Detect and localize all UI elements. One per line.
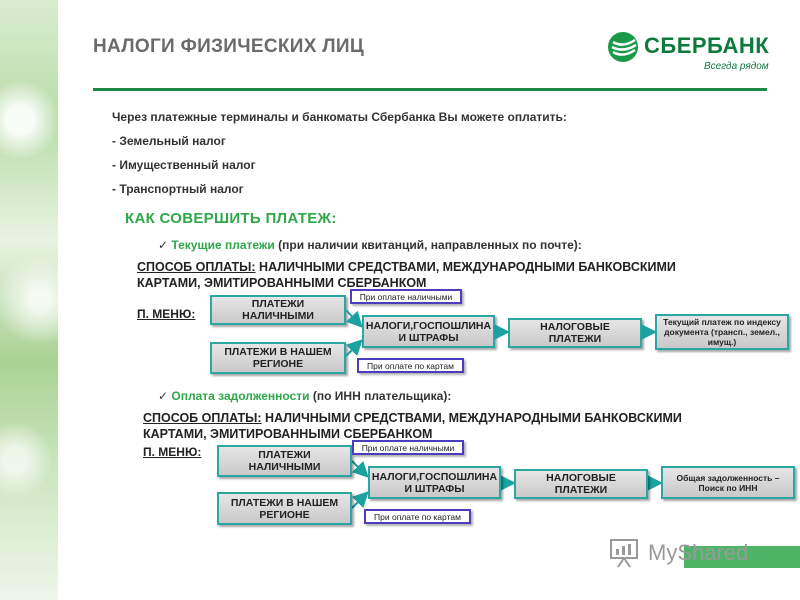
section1-method-text: НАЛИЧНЫМИ СРЕДСТВАМИ, МЕЖДУНАРОДНЫМИ БАН… (137, 260, 676, 290)
myshared-watermark: MyShared (608, 535, 768, 571)
how-to-pay-heading: КАК СОВЕРШИТЬ ПЛАТЕЖ: (125, 210, 337, 227)
section2-box-total-debt: Общая задолженность – Поиск по ИНН (661, 466, 795, 499)
section1-box-current-payment: Текущий платеж по индексу документа (тра… (655, 314, 789, 350)
checkmark-icon: ✓ (158, 389, 172, 403)
sberbank-logo: СБЕРБАНК Всегда рядом (606, 30, 771, 76)
arrow-icon (345, 309, 363, 328)
section2-bullet: ✓ Оплата задолженности (по ИНН плательщи… (158, 389, 451, 403)
section1-note-card: При оплате по картам (357, 358, 464, 373)
checkmark-icon: ✓ (158, 238, 172, 252)
section1-note-cash: При оплате наличными (350, 289, 462, 304)
section1-bullet: ✓ Текущие платежи (при наличии квитанций… (158, 238, 582, 252)
watermark-text: MyShared (648, 540, 749, 565)
tax-item-transport: - Транспортный налог (112, 182, 244, 196)
decorative-leaf-strip (0, 0, 58, 600)
section1-box-taxes-fees: НАЛОГИ,ГОСПОШЛИНА И ШТРАФЫ (362, 315, 495, 348)
arrow-icon (351, 491, 369, 509)
section2-note-card: При оплате по картам (364, 509, 471, 524)
section1-bullet-rest: (при наличии квитанций, направленных по … (274, 238, 582, 252)
section1-bullet-title: Текущие платежи (171, 238, 275, 252)
section1-box-cash-payments: ПЛАТЕЖИ НАЛИЧНЫМИ (210, 295, 346, 325)
tax-item-property: - Имущественный налог (112, 158, 256, 172)
section2-method-text: НАЛИЧНЫМИ СРЕДСТВАМИ, МЕЖДУНАРОДНЫМИ БАН… (143, 411, 682, 441)
section1-menu-label: П. МЕНЮ: (137, 307, 196, 321)
myshared-logo-icon (610, 539, 638, 568)
section2-bullet-title: Оплата задолженности (171, 389, 310, 403)
header-divider (93, 88, 767, 91)
section2-method-label: СПОСОБ ОПЛАТЫ: (143, 411, 262, 425)
sberbank-logo-icon (608, 32, 638, 62)
section1-box-region-payments: ПЛАТЕЖИ В НАШЕМ РЕГИОНЕ (210, 342, 346, 374)
arrow-icon (345, 339, 363, 357)
section2-payment-method: СПОСОБ ОПЛАТЫ: НАЛИЧНЫМИ СРЕДСТВАМИ, МЕЖ… (143, 410, 743, 442)
logo-text: СБЕРБАНК (644, 33, 770, 58)
footer-green-bar (684, 546, 800, 568)
section2-box-tax-payments: НАЛОГОВЫЕ ПЛАТЕЖИ (514, 469, 648, 499)
section2-note-cash: При оплате наличными (352, 440, 464, 455)
section2-box-region-payments: ПЛАТЕЖИ В НАШЕМ РЕГИОНЕ (217, 492, 352, 525)
section2-box-cash-payments: ПЛАТЕЖИ НАЛИЧНЫМИ (217, 445, 352, 477)
section1-payment-method: СПОСОБ ОПЛАТЫ: НАЛИЧНЫМИ СРЕДСТВАМИ, МЕЖ… (137, 259, 737, 291)
slide-title: НАЛОГИ ФИЗИЧЕСКИХ ЛИЦ (93, 36, 365, 57)
section2-menu-label: П. МЕНЮ: (143, 445, 202, 459)
section1-method-label: СПОСОБ ОПЛАТЫ: (137, 260, 256, 274)
section2-bullet-rest: (по ИНН плательщика): (309, 389, 452, 403)
tax-item-land: - Земельный налог (112, 134, 226, 148)
logo-slogan: Всегда рядом (704, 61, 769, 72)
intro-text: Через платежные терминалы и банкоматы Сб… (112, 110, 567, 124)
arrow-icon (351, 460, 369, 478)
section2-box-taxes-fees: НАЛОГИ,ГОСПОШЛИНА И ШТРАФЫ (368, 466, 501, 499)
